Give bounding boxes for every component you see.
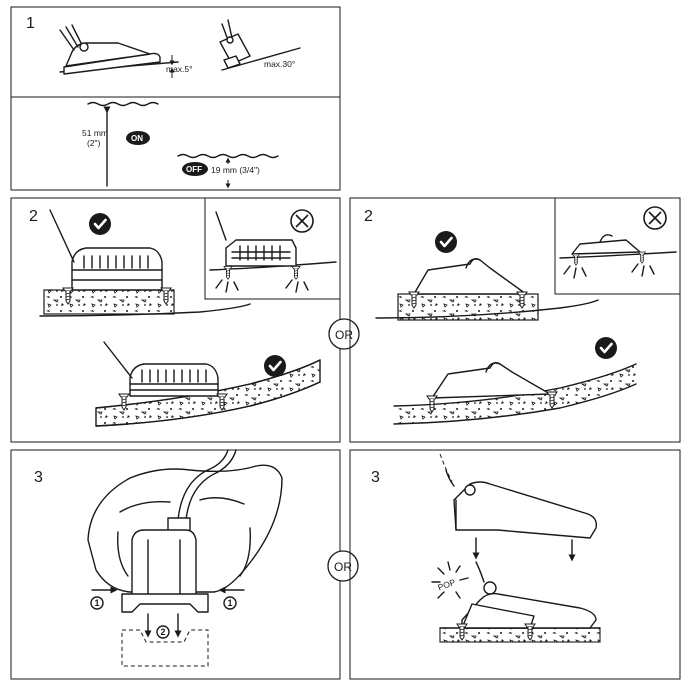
pump-mounted-lower: [95, 341, 321, 427]
pop-burst: POP: [431, 561, 469, 599]
max-tilt-30-label: max.30°: [264, 59, 295, 69]
tilt-indicator-5: max.5°: [166, 55, 193, 78]
water-level-off: OFF 19 mm (3/4"): [177, 153, 279, 189]
max-tilt-5-label: max.5°: [166, 64, 193, 74]
or-separator-step2: OR: [328, 318, 360, 350]
pump-mounted-upper: [39, 209, 251, 317]
float-switch-tilted: [59, 24, 179, 75]
on-badge: [126, 131, 150, 145]
rejected-icon-switch: [643, 206, 667, 230]
wrong-mount-inset-switch: [554, 197, 681, 295]
step1-number: 1: [26, 15, 35, 32]
switch-upper: [445, 469, 598, 539]
step3-right-panel: 3 POP: [349, 449, 681, 680]
switch-mounted-upper: [375, 229, 599, 321]
off-badge: [182, 162, 208, 176]
base-outline-dashed: [121, 629, 209, 667]
step2-left-panel: 2: [10, 197, 341, 443]
switch-mounted-lower: [393, 335, 637, 425]
on-height-inch-label: (2"): [87, 138, 101, 148]
or-separator-step3: OR: [327, 550, 359, 582]
step3-left-panel: 3 1 1: [10, 449, 341, 680]
wrong-mount-inset: [204, 197, 341, 300]
step-marker-2: 2: [156, 625, 170, 639]
on-height-label: 51 mm: [82, 128, 108, 138]
step2-right-number: 2: [364, 208, 373, 225]
step-marker-2-label: 2: [161, 627, 166, 637]
step-marker-1-left: 1: [90, 596, 104, 610]
or-label-step3: OR: [334, 560, 352, 574]
approved-icon-switch-upper: [433, 229, 459, 255]
step-marker-1-left-label: 1: [95, 598, 100, 608]
on-badge-label: ON: [131, 134, 143, 143]
rejected-icon: [290, 209, 314, 233]
switch-base-surface: [439, 561, 601, 643]
step1-panel: 1 max.5° max.30° 51 mm (2"): [10, 6, 341, 191]
pop-label: POP: [436, 577, 457, 593]
off-height-label: 19 mm (3/4"): [211, 165, 260, 175]
pump-angled: [219, 19, 301, 71]
pump-being-pressed: [121, 449, 237, 613]
approved-icon-switch-lower: [593, 335, 619, 361]
approved-icon-upper: [87, 211, 113, 237]
water-level-on: 51 mm (2") ON: [82, 101, 159, 187]
approved-icon-lower: [262, 353, 288, 379]
off-badge-label: OFF: [186, 165, 202, 174]
or-label-step2: OR: [335, 328, 353, 342]
step-marker-1-right: 1: [223, 596, 237, 610]
step2-left-number: 2: [29, 208, 38, 225]
step3-left-number: 3: [34, 469, 43, 486]
step2-right-panel: 2: [349, 197, 681, 443]
step3-right-number: 3: [371, 469, 380, 486]
step-marker-1-right-label: 1: [228, 598, 233, 608]
